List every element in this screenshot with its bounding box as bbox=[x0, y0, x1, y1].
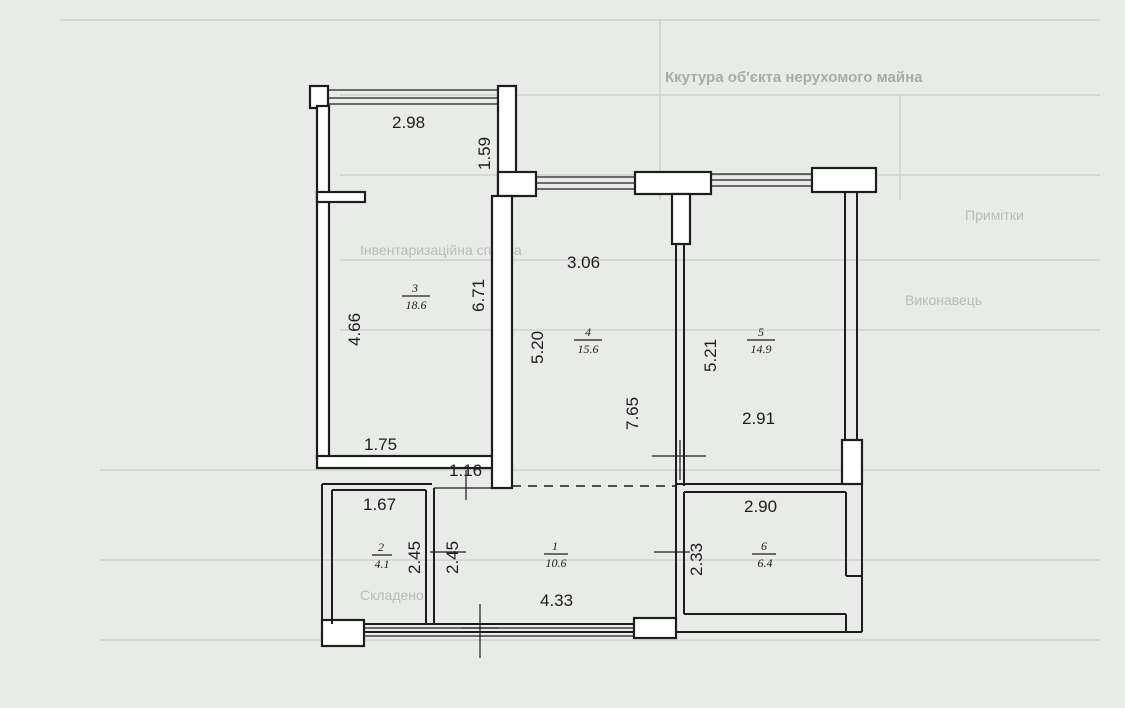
background-document: Ккутура об'єкта нерухомого майна Примітк… bbox=[60, 19, 1100, 641]
room-number: 5 bbox=[758, 325, 764, 339]
room-labels: 1 10.6 2 4.1 3 18.6 4 15.6 5 14.9 6 6.4 bbox=[372, 281, 776, 571]
dim-room4-height: 5.20 bbox=[528, 331, 547, 364]
room-number: 1 bbox=[552, 539, 558, 553]
room-number: 4 bbox=[585, 325, 591, 339]
background-line-file: Інвентаризаційна справа bbox=[360, 242, 522, 258]
dim-room5-width: 2.91 bbox=[742, 409, 775, 428]
dim-hall-width: 4.33 bbox=[540, 591, 573, 610]
dim-room3-right: 6.71 bbox=[469, 279, 488, 312]
room-number: 2 bbox=[378, 540, 384, 554]
room-area: 4.1 bbox=[375, 557, 390, 571]
dim-room2-height-a: 2.45 bbox=[405, 541, 424, 574]
dimension-labels: 2.98 1.59 4.66 6.71 1.75 3.06 5.20 7.65 … bbox=[345, 113, 777, 610]
room-area: 15.6 bbox=[578, 342, 599, 356]
dim-room6-width: 2.90 bbox=[744, 497, 777, 516]
dim-room2-width: 1.67 bbox=[363, 495, 396, 514]
background-heading: Ккутура об'єкта нерухомого майна bbox=[665, 69, 923, 86]
room-label-1: 1 10.6 bbox=[544, 539, 568, 570]
windows bbox=[328, 89, 812, 190]
dim-room4-hall: 7.65 bbox=[623, 397, 642, 430]
background-line-performer: Виконавець bbox=[905, 292, 982, 308]
background-line-notes: Примітки bbox=[965, 207, 1024, 223]
dim-balcony-width: 2.98 bbox=[392, 113, 425, 132]
walls bbox=[308, 84, 878, 648]
room-area: 10.6 bbox=[546, 556, 567, 570]
dim-room5-height: 5.21 bbox=[701, 339, 720, 372]
room-label-4: 4 15.6 bbox=[574, 325, 602, 356]
room-area: 6.4 bbox=[758, 556, 773, 570]
dim-balcony-depth: 1.59 bbox=[475, 137, 494, 170]
room-number: 3 bbox=[411, 281, 418, 295]
dim-room6-height: 2.33 bbox=[687, 543, 706, 576]
room-number: 6 bbox=[761, 539, 767, 553]
dim-doorway: 1.16 bbox=[449, 461, 482, 480]
room-label-6: 6 6.4 bbox=[752, 539, 776, 570]
room-label-5: 5 14.9 bbox=[747, 325, 775, 356]
dim-room3-bottom: 1.75 bbox=[364, 435, 397, 454]
room-area: 18.6 bbox=[406, 298, 427, 312]
dim-room2-height-b: 2.45 bbox=[443, 541, 462, 574]
room-label-2: 2 4.1 bbox=[372, 540, 392, 571]
section-marks bbox=[430, 440, 706, 658]
room-area: 14.9 bbox=[751, 342, 772, 356]
room-label-3: 3 18.6 bbox=[402, 281, 430, 312]
dim-room4-width: 3.06 bbox=[567, 253, 600, 272]
background-line-compiled: Складено bbox=[360, 587, 424, 603]
dim-room3-left: 4.66 bbox=[345, 313, 364, 346]
